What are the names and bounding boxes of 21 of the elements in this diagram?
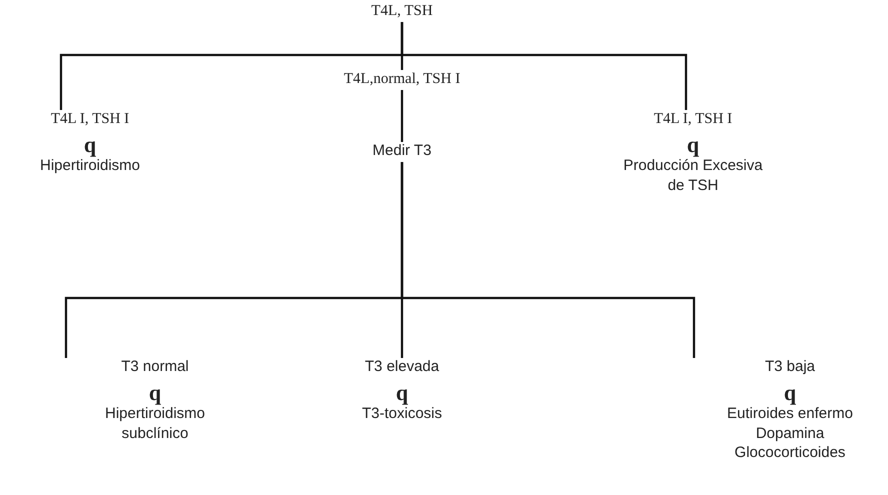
connector-line [400, 162, 696, 358]
condition-text: T4L I, TSH I [652, 110, 734, 128]
down-arrow-symbol: q [782, 382, 798, 404]
result-text: Producción Excesiva de TSH [622, 157, 764, 195]
result-text: Eutiroides enfermo Dopamina Glococorticoides [726, 405, 854, 462]
condition-text: T4L I, TSH I [50, 110, 130, 128]
label-text: Medir T3 [352, 142, 452, 160]
connector-line [400, 90, 404, 142]
down-arrow-symbol: q [82, 134, 98, 156]
label-text: T4L,normal, TSH I [312, 70, 492, 88]
down-arrow-symbol: q [148, 382, 162, 404]
result-text: Hipertiroidismo subclínico [104, 405, 206, 443]
condition-text: T3 normal [120, 358, 190, 376]
condition-text: T3 elevada [364, 358, 440, 376]
down-arrow-symbol: q [394, 382, 410, 404]
condition-text: T3 baja [764, 358, 816, 376]
result-text: T3-toxicosis [360, 405, 444, 424]
label-text: T4L, TSH [342, 2, 462, 20]
connector-line [400, 22, 688, 110]
down-arrow-symbol: q [686, 134, 700, 156]
result-text: Hipertiroidismo [38, 157, 142, 176]
